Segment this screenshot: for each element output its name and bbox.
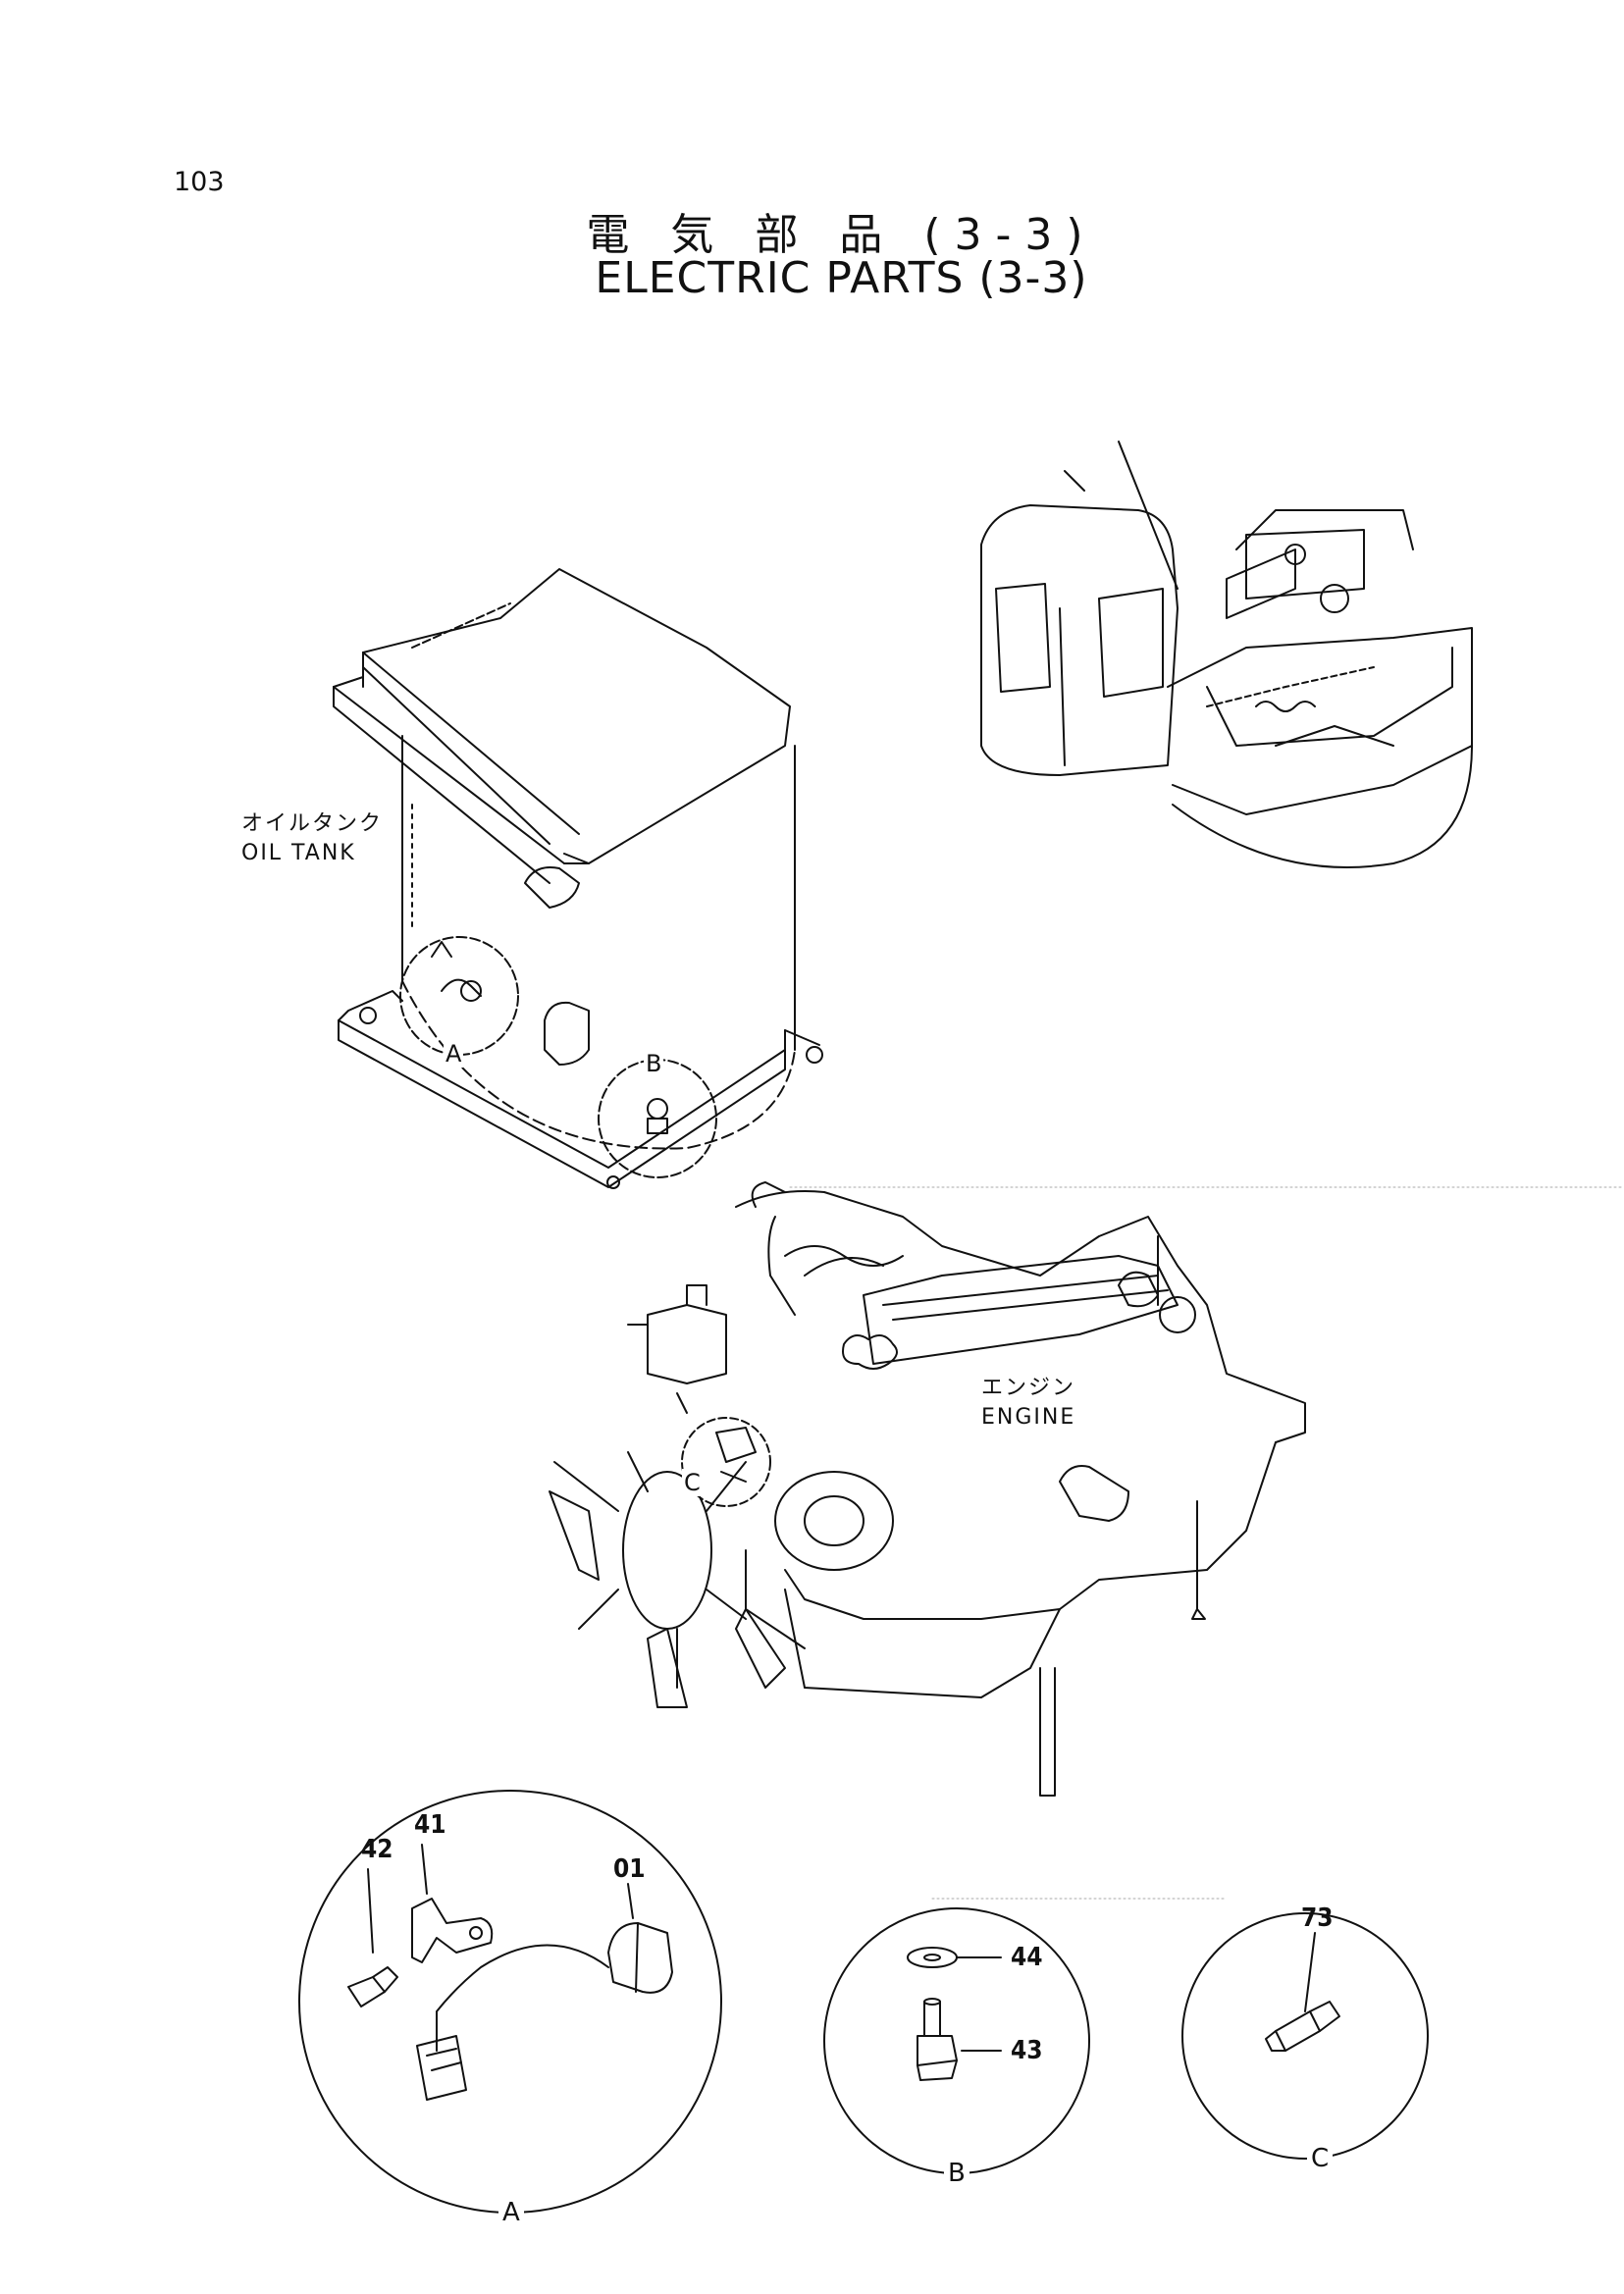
oil-tank-label-jp: オイルタンク: [241, 811, 384, 836]
detail-c-parts: [1265, 1932, 1340, 2052]
page-title-japanese: 電 気 部 品 (3-3): [586, 210, 1097, 260]
page-title-english: ELECTRIC PARTS (3-3): [595, 253, 1088, 303]
detail-letter-b: B: [944, 2159, 969, 2188]
engine-label-en: ENGINE: [981, 1405, 1076, 1430]
callout-44: 44: [1011, 1943, 1043, 1972]
callout-42: 42: [361, 1835, 393, 1864]
excavator-illustration: [980, 441, 1473, 868]
callout-41: 41: [414, 1810, 446, 1840]
oil-tank-illustration: [333, 568, 823, 1189]
engine-label: エンジン ENGINE: [981, 1374, 1075, 1433]
detail-circle-c: [1181, 1912, 1429, 2160]
callout-43: 43: [1011, 2036, 1043, 2065]
inset-marker-b: B: [644, 1050, 664, 1077]
detail-a-parts: [347, 1844, 673, 2101]
engine-label-jp: エンジン: [981, 1376, 1076, 1400]
detail-letter-a: A: [498, 2198, 524, 2227]
inset-marker-c: C: [682, 1469, 703, 1496]
detail-letter-c: C: [1307, 2144, 1334, 2173]
detail-b-parts: [907, 1947, 1002, 2081]
inset-marker-a: A: [444, 1040, 464, 1068]
oil-tank-label: オイルタンク OIL TANK: [241, 809, 383, 868]
callout-73: 73: [1301, 1903, 1334, 1933]
page-number: 103: [174, 167, 225, 197]
callout-01: 01: [613, 1854, 646, 1884]
oil-tank-label-en: OIL TANK: [241, 841, 356, 865]
detail-circle-b: [823, 1907, 1090, 2174]
engine-illustration: [549, 1181, 1306, 1797]
